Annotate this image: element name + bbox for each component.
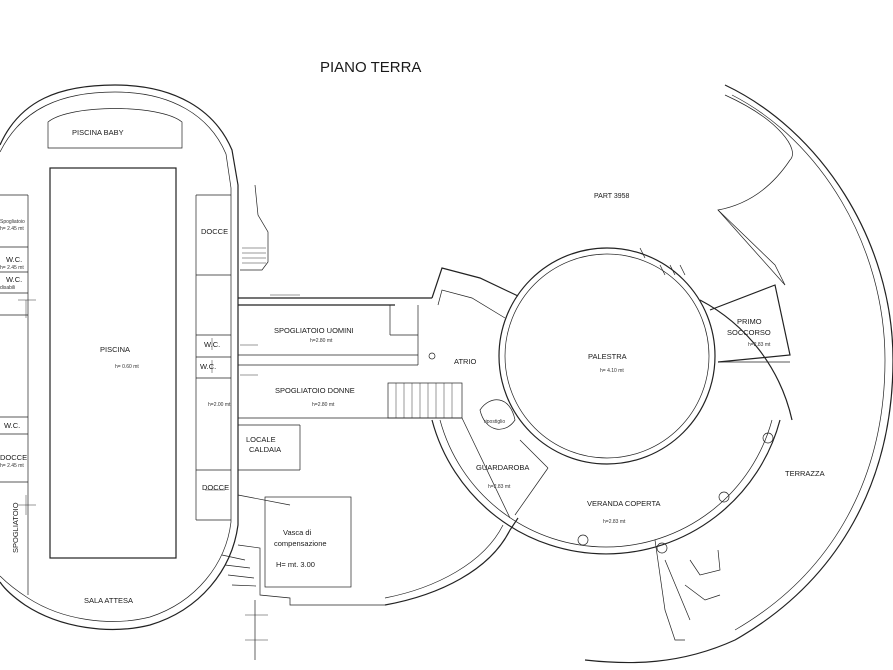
room-guardaroba: GUARDAROBA	[476, 463, 529, 472]
walls	[0, 84, 893, 664]
right-service-column	[195, 194, 231, 521]
room-ripostiglio: ripostiglio	[484, 419, 505, 425]
room-primo-soccorso-2: SOCCORSO	[727, 328, 771, 337]
terrace-mid-arc	[717, 94, 793, 286]
room-wc-left-top-h: h= 2.45 mt	[0, 265, 24, 271]
room-guardaroba-h: h=2.83 mt	[488, 484, 511, 490]
room-terrazza: TERRAZZA	[785, 469, 825, 478]
atrium-walls	[431, 267, 519, 299]
room-spogliatoio-left-top-h: h= 2.45 mt	[0, 226, 24, 232]
room-piscina: PISCINA	[100, 345, 130, 354]
pool-hall-inner-wall	[0, 91, 232, 622]
lower-block	[221, 494, 385, 660]
room-palestra: PALESTRA	[588, 352, 627, 361]
room-primo-soccorso-1: PRIMO	[737, 317, 762, 326]
room-spogliatoio-uomini: SPOGLIATOIO UOMINI	[274, 326, 354, 335]
baby-pool-outline	[47, 108, 183, 149]
palestra-top-marks	[639, 247, 686, 276]
room-vasca-3: H= mt. 3.00	[276, 560, 315, 569]
room-spogliatoio-uomini-h: h=2.80 mt	[310, 338, 333, 344]
veranda-right-arc	[699, 299, 793, 421]
palestra-wall-outer	[498, 247, 716, 465]
room-wc-left-disabili: W.C.	[6, 275, 22, 284]
room-spogliatoio-donne: SPOGLIATOIO DONNE	[275, 386, 355, 395]
primo-soccorso-room	[709, 284, 791, 363]
atrium-stair	[387, 382, 463, 419]
room-docce-top: DOCCE	[201, 227, 228, 236]
pool-hall-outer-wall	[0, 84, 239, 630]
guardaroba-partitions	[461, 399, 549, 519]
room-wc-left-low: W.C.	[4, 421, 20, 430]
room-atrio: ATRIO	[454, 357, 477, 366]
labels: PIANO TERRA PART 3958 PISCINA BABY PISCI…	[0, 59, 825, 605]
room-spogliatoio-left: SPOGLIATOIO	[11, 502, 20, 553]
parcel-label: PART 3958	[594, 193, 630, 200]
veranda-outer-arc	[431, 419, 781, 555]
room-docce-left: DOCCE	[0, 453, 27, 462]
room-locale-caldaia-2: CALDAIA	[249, 445, 281, 454]
stair-top	[240, 184, 269, 271]
room-sala-attesa: SALA ATTESA	[84, 596, 133, 605]
room-spogliatoio-left-top: Spogliatoio	[0, 219, 25, 225]
room-primo-soccorso-h: h=2.83 mt	[748, 342, 771, 348]
room-docce-left-h: h= 2.45 mt	[0, 463, 24, 469]
room-veranda-h: h=2.83 mt	[603, 519, 626, 525]
room-docce-mid: DOCCE	[202, 483, 229, 492]
terrace-outer-arc-2	[731, 94, 886, 631]
entrance-ramp	[654, 539, 721, 641]
room-piscina-h: h= 0.60 mt	[115, 364, 139, 370]
room-wc-left-top: W.C.	[6, 255, 22, 264]
room-palestra-h: h= 4.10 mt	[600, 368, 624, 374]
room-wc-mid-1: W.C.	[204, 340, 220, 349]
room-wc-mid-2: W.C.	[200, 362, 216, 371]
left-rooms	[0, 194, 36, 595]
changing-rooms-block	[238, 294, 462, 471]
main-pool-outline	[49, 167, 177, 559]
room-piscina-baby: PISCINA BABY	[72, 128, 124, 137]
room-wc-left-disabili-sub: disabili	[0, 285, 15, 291]
outer-path-wall-2	[384, 524, 504, 599]
room-veranda-coperta: VERANDA COPERTA	[587, 499, 661, 508]
room-vasca-1: Vasca di	[283, 528, 312, 537]
room-locale-caldaia-1: LOCALE	[246, 435, 276, 444]
terrace-outer-arc	[584, 84, 893, 664]
room-h-mid: h=2.00 mt	[208, 402, 231, 408]
columns	[428, 352, 774, 554]
veranda-outer-arc-2	[439, 419, 773, 548]
outer-path-wall	[384, 517, 519, 606]
room-spogliatoio-donne-h: h=2.80 mt	[312, 402, 335, 408]
room-vasca-2: compensazione	[274, 539, 327, 548]
atrium-inner-wall	[437, 289, 506, 319]
plan-title: PIANO TERRA	[320, 59, 421, 76]
palestra-wall-inner	[504, 253, 710, 459]
